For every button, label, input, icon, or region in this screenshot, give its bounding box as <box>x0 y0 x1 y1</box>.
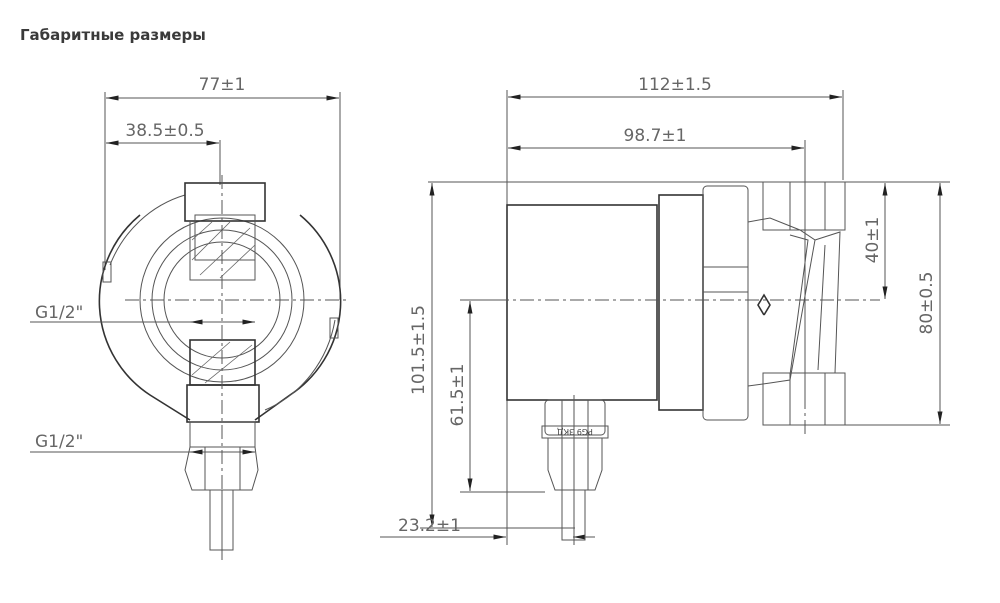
dim-length-label: 112±1.5 <box>638 75 712 95</box>
housing-arc <box>264 319 336 411</box>
housing-arc <box>109 194 186 266</box>
pump-chamber-inner <box>789 234 809 376</box>
union-nut <box>702 185 749 421</box>
pipe-outlet <box>762 372 846 426</box>
cable-gland-nut <box>547 438 603 491</box>
dim-width-label: 77±1 <box>199 75 246 95</box>
gland-label: PG9 ЗКД <box>557 427 593 436</box>
dim-axis-height-label: 61.5±1 <box>448 364 468 427</box>
dim-length-axis-label: 98.7±1 <box>624 126 687 146</box>
mounting-lug <box>102 261 112 283</box>
motor-housing <box>506 204 658 401</box>
pipe-body <box>814 231 841 374</box>
cable-gland <box>189 421 256 448</box>
front-view: 77±1 38.5±0.5 G1/2" G1/2" <box>30 75 350 560</box>
top-fitting <box>184 182 266 222</box>
dim-cable-offset-label: 23.2±1 <box>398 516 461 536</box>
bottom-fitting <box>186 384 260 423</box>
dim-half-width-label: 38.5±0.5 <box>125 121 204 141</box>
cable-gland-band <box>541 425 609 439</box>
dim-height-label: 101.5±1.5 <box>409 305 429 395</box>
housing-outline-left <box>98 214 191 421</box>
cable-gland <box>544 399 606 436</box>
dim-pipe-half-label: 40±1 <box>863 217 883 264</box>
flange <box>658 194 704 411</box>
flow-arrow-icon <box>757 293 771 316</box>
housing-outline-right <box>254 214 342 421</box>
dim-pipe-height-label: 80±0.5 <box>917 272 937 335</box>
union-nut-flat <box>702 266 749 293</box>
section-hatching <box>191 221 256 279</box>
mounting-lug <box>329 317 339 339</box>
thread-top-label: G1/2" <box>35 303 83 323</box>
side-view: 112±1.5 98.7±1 101.5±1.5 61.5±1 40±1 80±… <box>380 75 950 545</box>
pipe-inlet <box>762 181 846 231</box>
section-hatching <box>191 341 253 384</box>
thread-bottom-label: G1/2" <box>35 432 83 452</box>
page-title: Габаритные размеры <box>20 26 206 44</box>
